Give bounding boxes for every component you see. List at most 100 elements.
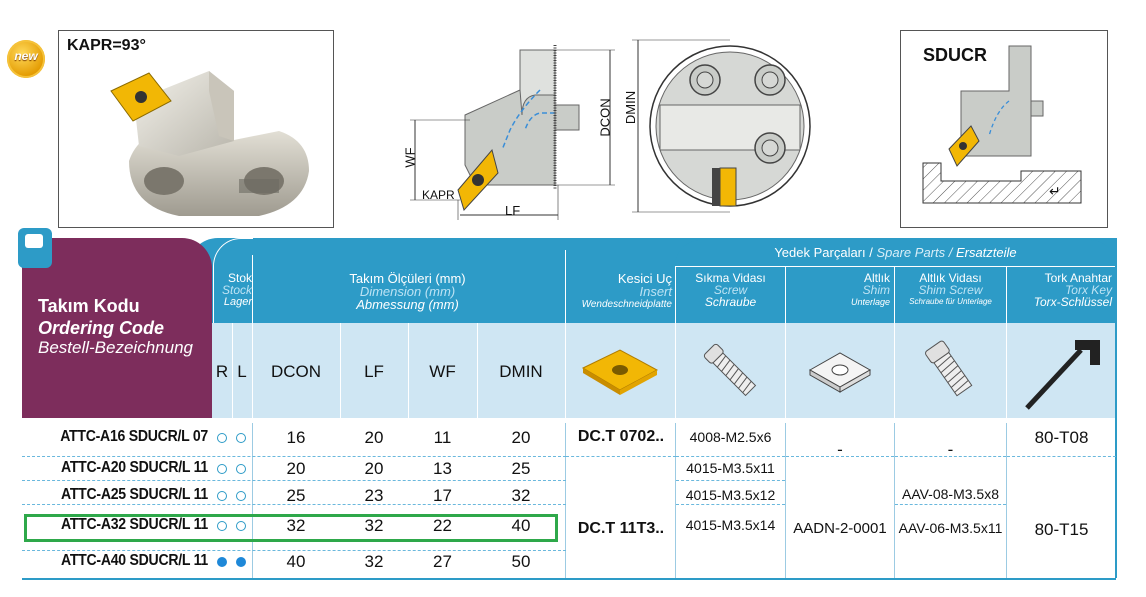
wf-cell: 11 [433, 428, 452, 447]
sducr-diagram: SDUCR ↵ [900, 30, 1108, 228]
insert-small-cell: DC.T 0702.. [577, 428, 665, 445]
svg-text:↵: ↵ [1049, 183, 1061, 199]
stock-en: Stock [221, 283, 252, 297]
product-photo: KAPR=93° [58, 30, 334, 228]
screw-cell: 4015-M3.5x11 [686, 460, 775, 476]
wf-cell: 13 [433, 459, 452, 478]
stock-tr: Stok [227, 271, 252, 285]
new-badge-label: new [14, 49, 38, 63]
dmin-cell: 25 [511, 459, 531, 478]
dcon-cell: 32 [286, 516, 306, 535]
wf-cell: 22 [433, 516, 452, 535]
dmin-cell: 50 [511, 552, 531, 571]
col-lf: LF [364, 362, 384, 381]
torx-en: Torx Key [1065, 283, 1112, 297]
shim-small-cell: - [837, 440, 843, 459]
dimension-tr: Takım Ölçüleri (mm) [349, 271, 466, 286]
torx-large-cell: 80-T15 [1034, 520, 1089, 539]
shim-screw-de: Schraube für Unterlage [909, 297, 992, 306]
header-tab-icon [18, 228, 52, 268]
ordering-code-header: Takım Kodu Ordering Code Bestell-Bezeich… [22, 238, 212, 418]
col-dmin: DMIN [499, 362, 543, 381]
col-wf: WF [429, 362, 456, 381]
technical-drawing [410, 45, 615, 220]
stock-r-indicator [217, 433, 227, 443]
spare-parts-header: Yedek Parçaları / Spare Parts / Ersatzte… [675, 240, 1116, 266]
shim-screw-a25-cell: AAV-08-M3.5x8 [901, 486, 999, 502]
spare-parts-en: Spare Parts / [876, 245, 956, 260]
ordering-code-cell: ATTC-A25 SDUCR/L 11 [60, 486, 208, 503]
row-highlight [24, 514, 558, 542]
dcon-dim-label: DCON [597, 98, 613, 137]
lf-cell: 23 [364, 486, 384, 505]
kapr-dim-label: KAPR [422, 188, 455, 202]
wf-cell: 27 [433, 552, 452, 571]
col-dcon: DCON [270, 362, 322, 381]
torx-tr: Tork Anahtar [1044, 271, 1112, 285]
dmin-dim-label: DMIN [623, 90, 639, 125]
stock-de: Lager [223, 296, 252, 308]
lf-cell: 32 [364, 516, 384, 535]
screw-tr: Sıkma Vidası [695, 271, 766, 285]
torx-de: Torx-Schlüssel [1033, 295, 1112, 309]
shim-screw-en: Shim Screw [918, 283, 983, 297]
sducr-label: SDUCR [923, 45, 988, 65]
kapr-label: KAPR=93° [67, 37, 146, 54]
dcon-cell: 40 [286, 552, 306, 571]
screw-cell: 4015-M3.5x14 [685, 517, 776, 533]
screw-cell: 4015-M3.5x12 [685, 487, 776, 503]
dmin-cell: 40 [511, 516, 531, 535]
dcon-cell: 16 [286, 428, 306, 447]
new-badge: new [7, 40, 45, 78]
spare-parts-de: Ersatzteile [955, 245, 1017, 260]
shim-de: Unterlage [850, 297, 890, 307]
dcon-cell: 25 [286, 486, 306, 505]
subheader-row [212, 323, 1116, 418]
wf-cell: 17 [433, 486, 452, 505]
wf-dim-label: WF [402, 147, 418, 168]
insert-en: Insert [639, 284, 672, 299]
dcon-cell: 20 [286, 459, 306, 478]
stock-l-indicator [236, 464, 246, 474]
col-l: L [237, 362, 247, 381]
stock-l-indicator [236, 557, 246, 567]
dimension-de: Abmessung (mm) [356, 297, 459, 312]
shim-screw-tr: Altlık Vidası [919, 271, 982, 285]
shim-tr: Altlık [863, 271, 890, 285]
stock-r-indicator [217, 521, 227, 531]
shim-icon [808, 352, 872, 393]
ordering-code-cell: ATTC-A40 SDUCR/L 11 [60, 552, 208, 569]
stock-r-indicator [217, 491, 227, 501]
dmin-drawing [632, 39, 811, 213]
dimension-en: Dimension (mm) [359, 284, 456, 299]
torx-key-icon [1025, 340, 1100, 410]
screw-en: Screw [713, 283, 748, 297]
ordering-code-cell: ATTC-A32 SDUCR/L 11 [60, 516, 208, 533]
lf-cell: 32 [364, 552, 384, 571]
shim-en: Shim [862, 283, 890, 297]
ordering-code-en: Ordering Code [38, 318, 165, 338]
screw-de: Schraube [704, 295, 757, 309]
shim-large-cell: AADN-2-0001 [793, 520, 887, 537]
ordering-code-cell: ATTC-A16 SDUCR/L 07 [60, 428, 208, 445]
stock-r-indicator [217, 557, 227, 567]
tool-holder-photo-icon [110, 71, 309, 216]
ordering-code-tr: Takım Kodu [38, 296, 140, 316]
lf-dim-label: LF [505, 203, 521, 218]
col-r: R [215, 362, 229, 381]
spare-parts-tr: Yedek Parçaları / [774, 245, 877, 260]
dmin-cell: 20 [511, 428, 531, 447]
lf-cell: 20 [364, 459, 384, 478]
shim-screw-small-cell: - [947, 440, 954, 459]
insert-icon [581, 349, 659, 395]
ordering-code-cell: ATTC-A20 SDUCR/L 11 [60, 459, 208, 476]
torx-small-cell: 80-T08 [1034, 428, 1089, 447]
screw-icon [703, 343, 757, 397]
screw-cell: 4008-M2.5x6 [689, 429, 772, 445]
lf-cell: 20 [364, 428, 384, 447]
stock-l-indicator [236, 433, 246, 443]
shim-screw-icon [925, 340, 973, 397]
insert-tr: Kesici Uç [617, 271, 672, 286]
shim-screw-a32-cell: AAV-06-M3.5x11 [898, 520, 1003, 536]
stock-l-indicator [236, 491, 246, 501]
